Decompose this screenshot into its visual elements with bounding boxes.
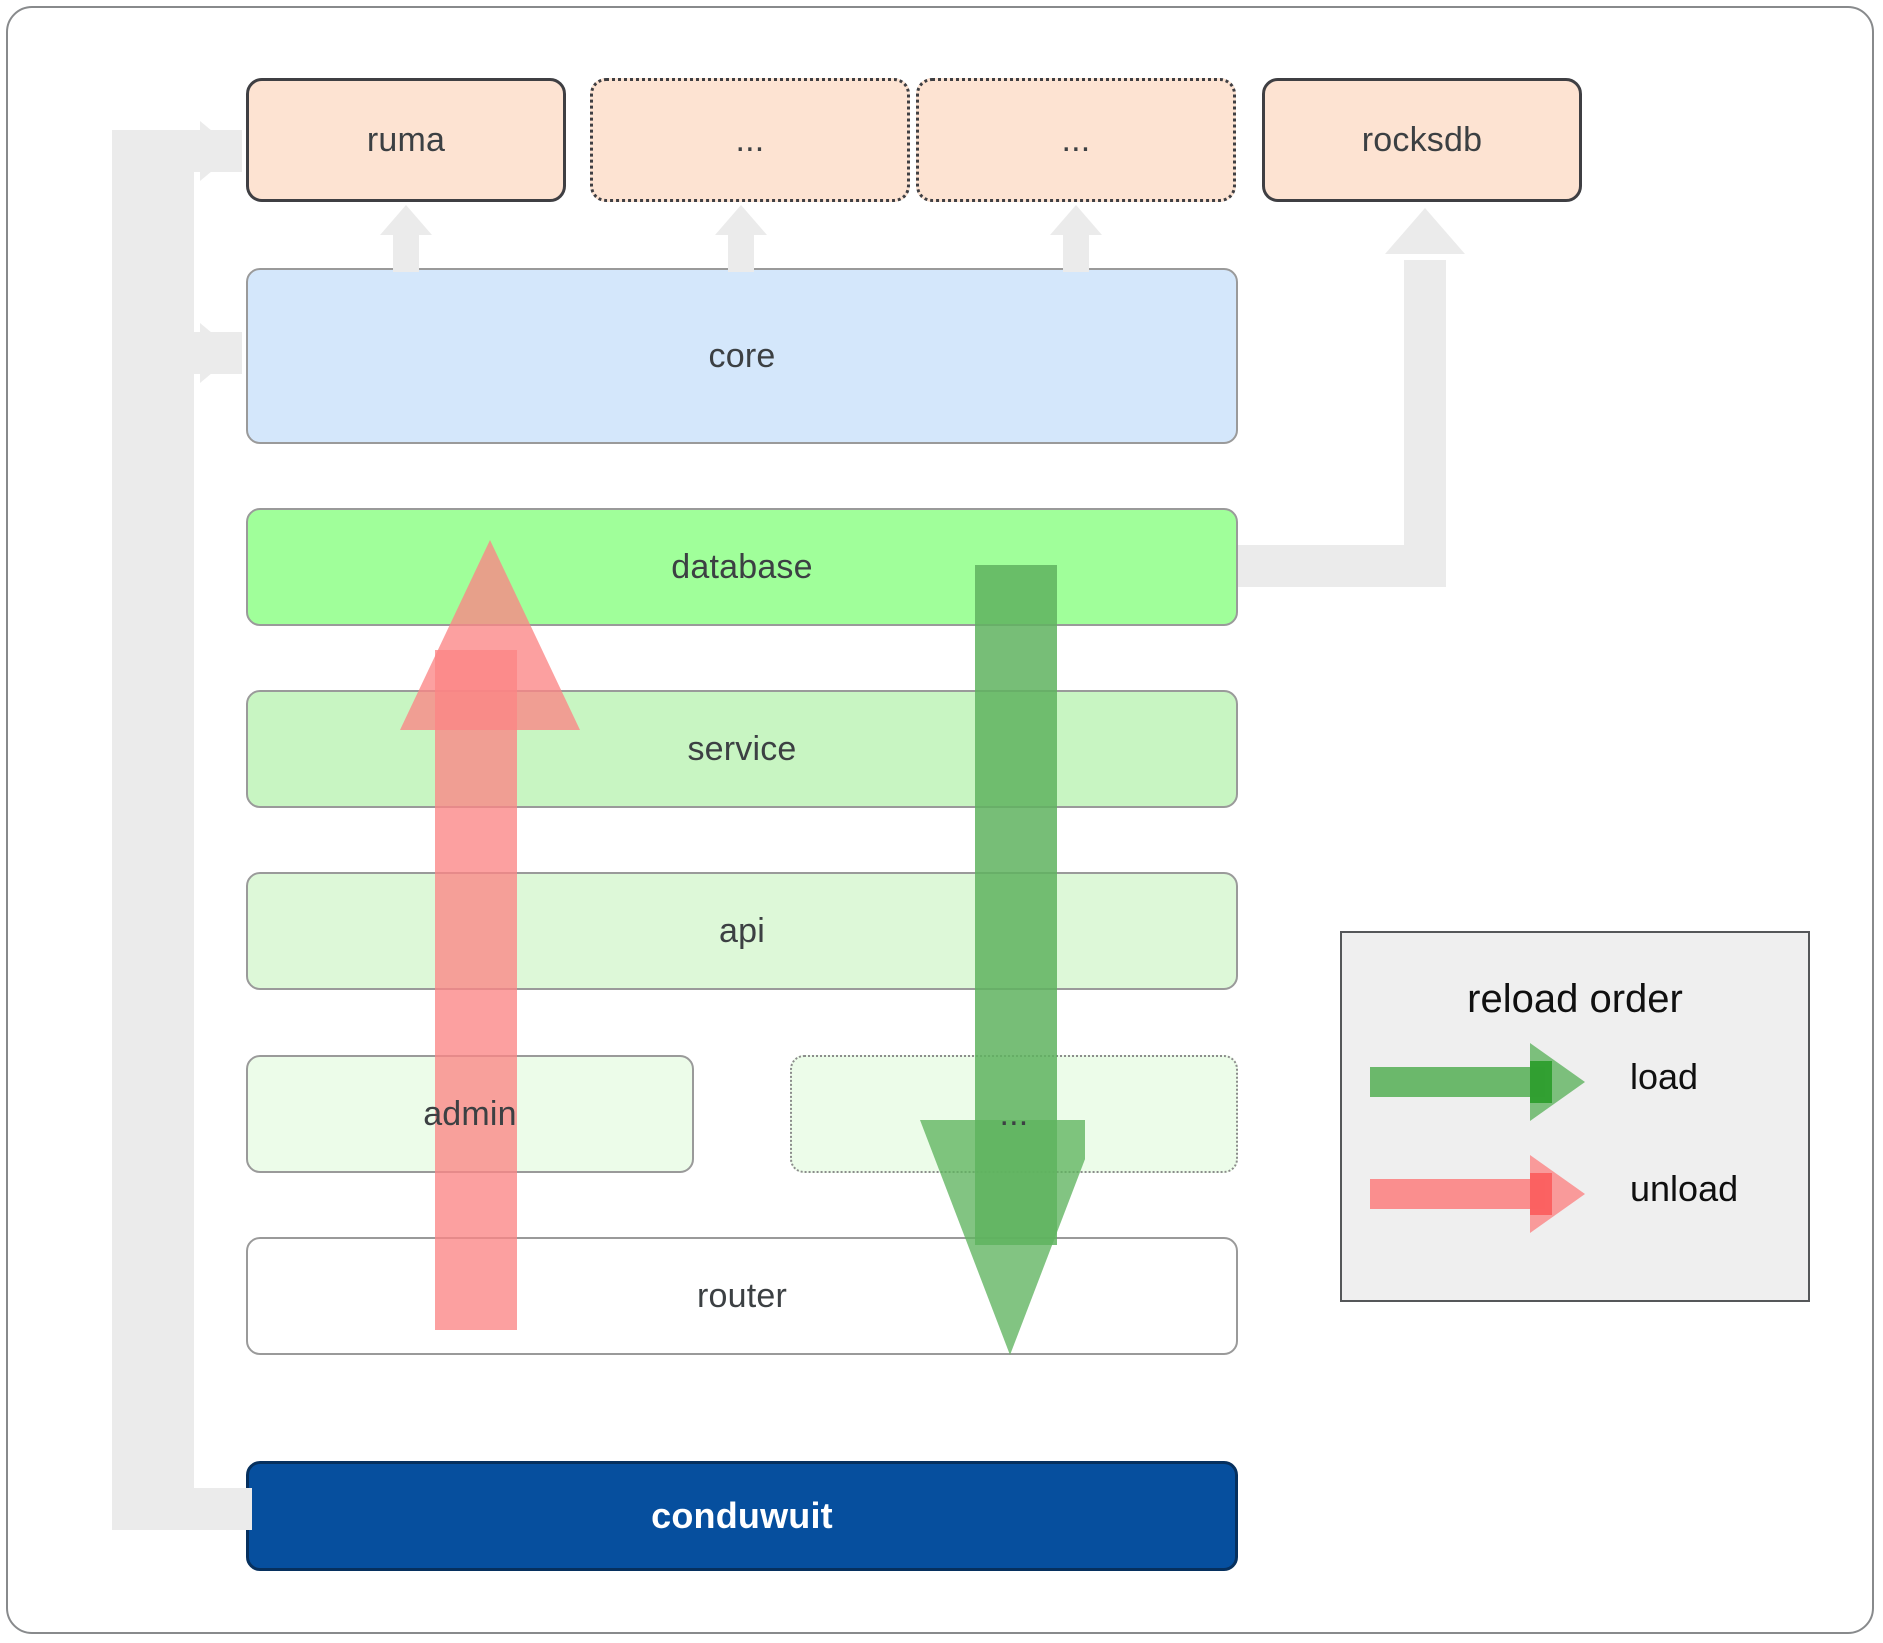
pipe-left-vertical-outer (112, 130, 154, 1530)
pipe-right-horizontal (1238, 545, 1428, 587)
arrow-core-to-crate3-icon (1050, 205, 1102, 235)
flow-unload-arrow (390, 540, 590, 1330)
legend-load-arrow-icon (1370, 1043, 1585, 1121)
layer-core-label: core (708, 336, 776, 375)
binary-conduwuit-label: conduwuit (651, 1495, 833, 1536)
layer-api[interactable]: api (246, 872, 1238, 990)
legend-unload-label: unload (1630, 1168, 1739, 1209)
crate-ruma-label: ruma (366, 120, 446, 159)
crate-ellipsis-1[interactable]: ... (590, 78, 910, 202)
crate-ruma[interactable]: ruma (246, 78, 566, 202)
flow-load-head-icon (920, 1120, 1085, 1355)
flow-load-arrow (885, 565, 1085, 1355)
legend-box: reload order load unload (1340, 931, 1810, 1302)
crate-rocksdb-label: rocksdb (1361, 120, 1483, 159)
legend-load-label: load (1630, 1056, 1699, 1097)
crate-ellipsis-2-label: ... (1061, 120, 1091, 159)
layer-router-label: router (696, 1276, 788, 1315)
crate-ellipsis-1-label: ... (735, 120, 765, 159)
arrow-core-to-crate2-icon (715, 205, 767, 235)
legend-title: reload order (1467, 977, 1683, 1021)
layer-database[interactable]: database (246, 508, 1238, 626)
pipe-arrow-to-rocksdb-icon (1385, 208, 1465, 254)
layer-service-label: service (687, 729, 797, 768)
layer-api-label: api (719, 911, 765, 950)
layer-ellipsis-label: ... (999, 1094, 1029, 1133)
layer-database-label: database (671, 547, 813, 586)
pipe-right-vertical (1404, 260, 1446, 587)
layer-core[interactable]: core (246, 268, 1238, 444)
legend-unload-arrow-icon (1370, 1155, 1585, 1233)
pipe-arrow-to-ruma-icon (200, 121, 236, 181)
flow-unload-tail-icon (435, 650, 517, 1330)
crate-ellipsis-2[interactable]: ... (916, 78, 1236, 202)
layer-admin-label: admin (423, 1094, 517, 1133)
binary-conduwuit[interactable]: conduwuit (246, 1461, 1238, 1571)
arrow-core-to-ruma-icon (380, 205, 432, 235)
pipe-arrow-to-core-icon (200, 323, 236, 383)
crate-rocksdb[interactable]: rocksdb (1262, 78, 1582, 202)
layer-router[interactable]: router (246, 1237, 1238, 1355)
